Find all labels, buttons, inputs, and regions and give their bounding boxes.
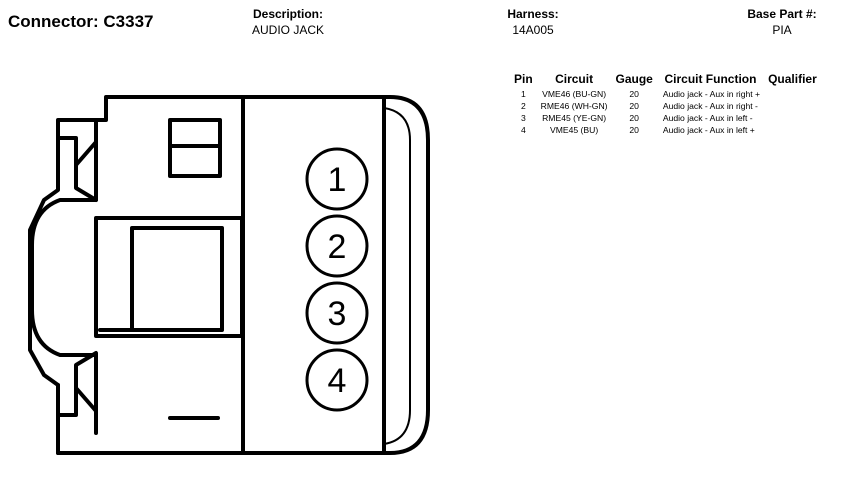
pin-cell: 2: [520, 101, 526, 111]
circuit-cell: RME45 (YE-GN): [542, 113, 607, 123]
pin-number-label: 3: [328, 295, 347, 333]
base-part-value: PIA: [772, 23, 792, 37]
connector-end-cap: [382, 95, 430, 455]
connector-housing-outline: [28, 95, 245, 455]
gauge-cell: 20: [629, 101, 639, 111]
pin-cell: 1: [520, 89, 526, 99]
harness-block: Harness: 14A005: [478, 7, 588, 37]
pin-cavities: 1 2 3 4: [305, 147, 369, 412]
pin-cavity-2: [305, 214, 369, 278]
connector-title: Connector: C3337: [8, 12, 154, 31]
table-row: 3 RME45 (YE-GN) 20 Audio jack - Aux in l…: [510, 112, 821, 124]
housing-lower-latch: [56, 351, 98, 435]
gauge-cell: 20: [629, 113, 639, 123]
gauge-header: Gauge: [615, 72, 653, 86]
pin-cavity-1: [305, 147, 369, 211]
description-label: Description:: [252, 7, 323, 21]
pin-cavity-3: [305, 281, 369, 345]
circuit-cell: RME46 (WH-GN): [540, 101, 608, 111]
gauge-cell: 20: [629, 125, 639, 135]
harness-label: Harness:: [507, 7, 559, 21]
description-block: Description: AUDIO JACK: [228, 7, 348, 37]
circuit-cell: VME45 (BU): [549, 125, 599, 135]
function-cell: Audio jack - Aux in right +: [662, 89, 761, 99]
pin-face-panel: [241, 95, 386, 455]
table-row: 4 VME45 (BU) 20 Audio jack - Aux in left…: [510, 124, 821, 136]
end-cap-inner-line: [383, 107, 411, 445]
housing-upper-latch: [56, 118, 98, 202]
function-cell: Audio jack - Aux in left +: [662, 125, 755, 135]
pin-cell: 3: [520, 113, 526, 123]
table-row: 2 RME46 (WH-GN) 20 Audio jack - Aux in r…: [510, 100, 821, 112]
latch-window-inner: [98, 226, 224, 332]
pin-table: Pin Circuit Gauge Circuit Function Quali…: [510, 72, 821, 136]
table-row: 1 VME46 (BU-GN) 20 Audio jack - Aux in r…: [510, 88, 821, 100]
pin-cell: 4: [520, 125, 526, 135]
circuit-header: Circuit: [555, 72, 594, 86]
description-value: AUDIO JACK: [251, 23, 324, 37]
pin-number-label: 1: [328, 161, 347, 199]
circuit-function-header: Circuit Function: [664, 72, 757, 86]
function-cell: Audio jack - Aux in left -: [662, 113, 753, 123]
side-tab: [30, 198, 98, 357]
pin-header: Pin: [514, 72, 533, 86]
harness-value: 14A005: [512, 23, 554, 37]
qualifier-header: Qualifier: [768, 72, 817, 86]
pin-number-label: 4: [328, 362, 347, 400]
circuit-cell: VME46 (BU-GN): [542, 89, 607, 99]
pin-table-header-row: Pin Circuit Gauge Circuit Function Quali…: [510, 72, 821, 88]
pin-number-label: 2: [328, 228, 347, 266]
pin-cavity-4: [305, 348, 369, 412]
base-part-block: Base Part #: PIA: [722, 7, 842, 37]
base-part-label: Base Part #:: [747, 7, 817, 21]
function-cell: Audio jack - Aux in right -: [662, 101, 758, 111]
gauge-cell: 20: [629, 89, 639, 99]
